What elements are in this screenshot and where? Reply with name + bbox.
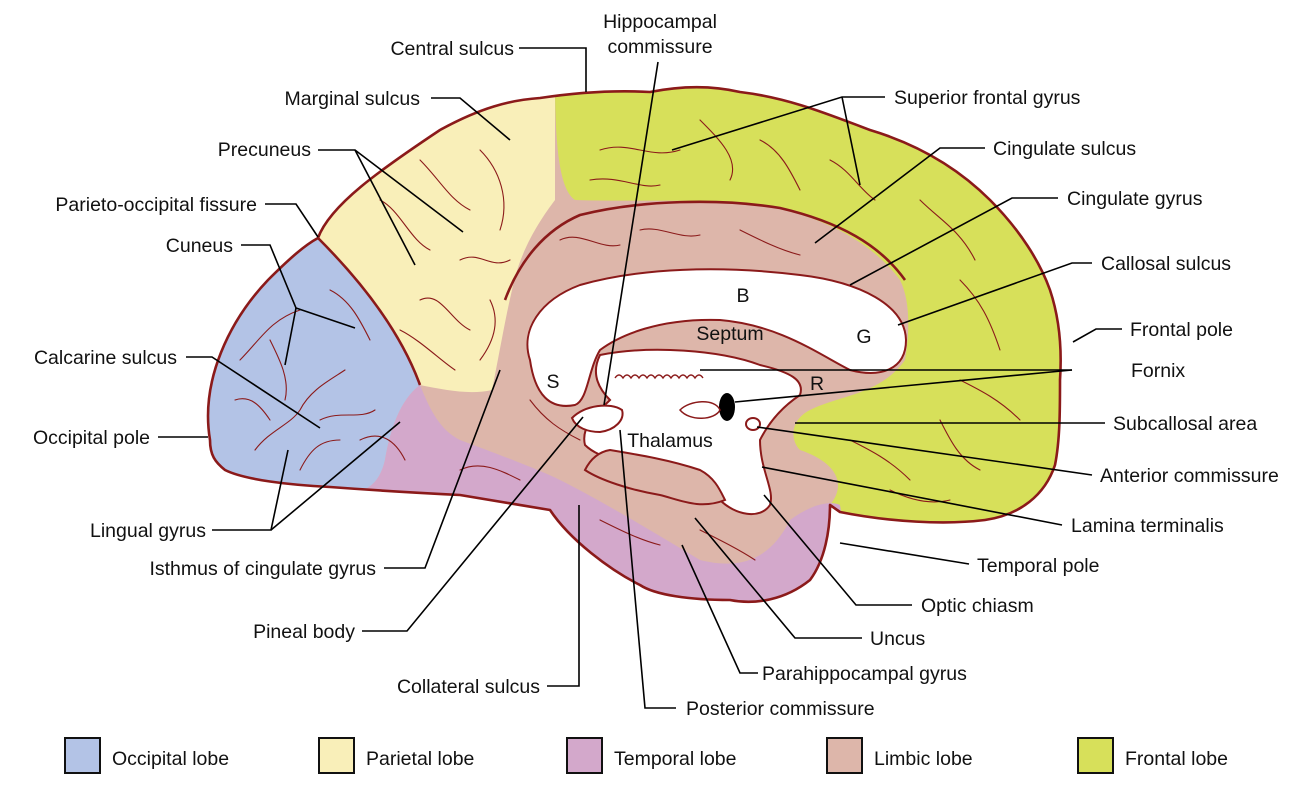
brainstem-outline	[583, 448, 727, 506]
label-hippocampal-commissure-1: Hippocampal	[603, 11, 717, 33]
label-optic-chiasm: Optic chiasm	[921, 595, 1034, 617]
inner-label-b: B	[736, 285, 749, 307]
label-pineal-body: Pineal body	[253, 621, 355, 643]
pineal-stalk	[570, 404, 624, 434]
label-fornix: Fornix	[1131, 360, 1185, 382]
fornix-black	[719, 393, 735, 421]
label-precuneus: Precuneus	[218, 139, 311, 161]
label-lamina-terminalis: Lamina terminalis	[1071, 515, 1224, 537]
label-occipital-pole: Occipital pole	[33, 427, 150, 449]
label-posterior-commissure: Posterior commissure	[686, 698, 875, 720]
label-central-sulcus: Central sulcus	[390, 38, 514, 60]
inner-label-septum: Septum	[696, 323, 763, 345]
label-frontal-pole: Frontal pole	[1130, 319, 1233, 341]
label-parieto-occipital-fissure: Parieto-occipital fissure	[55, 194, 257, 216]
legend-label-4: Limbic lobe	[874, 748, 973, 770]
inner-label-thalamus: Thalamus	[627, 430, 713, 452]
anterior-commissure-dot	[745, 417, 761, 431]
label-temporal-pole: Temporal pole	[977, 555, 1099, 577]
legend-swatch-1	[64, 737, 101, 774]
label-collateral-sulcus: Collateral sulcus	[397, 676, 540, 698]
label-anterior-commissure: Anterior commissure	[1100, 465, 1279, 487]
legend-swatch-5	[1077, 737, 1114, 774]
label-marginal-sulcus: Marginal sulcus	[285, 88, 421, 110]
legend-swatch-4	[826, 737, 863, 774]
brain-outline	[206, 85, 1062, 604]
cingulate-sulcus-line	[503, 200, 907, 301]
label-uncus: Uncus	[870, 628, 926, 650]
label-cingulate-sulcus: Cingulate sulcus	[993, 138, 1136, 160]
legend-label-3: Temporal lobe	[614, 748, 736, 770]
legend-swatch-2	[318, 737, 355, 774]
legend-label-1: Occipital lobe	[112, 748, 229, 770]
gyri-lines	[234, 119, 1021, 561]
label-cuneus: Cuneus	[166, 235, 233, 257]
legend-swatch-3	[566, 737, 603, 774]
label-cingulate-gyrus: Cingulate gyrus	[1067, 188, 1203, 210]
inner-label-s: S	[546, 371, 559, 393]
label-calcarine-sulcus: Calcarine sulcus	[34, 347, 177, 369]
labels: Central sulcus Hippocampal commissure Ma…	[33, 11, 1279, 720]
label-superior-frontal-gyrus: Superior frontal gyrus	[894, 87, 1081, 109]
label-lingual-gyrus: Lingual gyrus	[90, 520, 206, 542]
label-parahippocampal-gyrus: Parahippocampal gyrus	[762, 663, 967, 685]
inner-structures	[526, 268, 908, 516]
inner-label-g: G	[856, 326, 871, 348]
label-isthmus-cingulate: Isthmus of cingulate gyrus	[149, 558, 376, 580]
label-callosal-sulcus: Callosal sulcus	[1101, 253, 1231, 275]
inner-labels: B Septum G S R Thalamus	[546, 285, 871, 452]
legend-label-5: Frontal lobe	[1125, 748, 1228, 770]
label-hippocampal-commissure-2: commissure	[607, 36, 712, 58]
lateral-ventricle	[526, 268, 908, 407]
legend-label-2: Parietal lobe	[366, 748, 474, 770]
leader-lines	[158, 47, 1122, 709]
hippocampal-coil	[614, 374, 704, 380]
label-subcallosal-area: Subcallosal area	[1113, 413, 1257, 435]
parieto-occipital-line	[317, 237, 422, 386]
interthalamic-adhesion	[678, 401, 721, 419]
inner-label-r: R	[810, 373, 824, 395]
legend: Occipital lobe Parietal lobe Temporal lobe…	[64, 737, 1228, 774]
